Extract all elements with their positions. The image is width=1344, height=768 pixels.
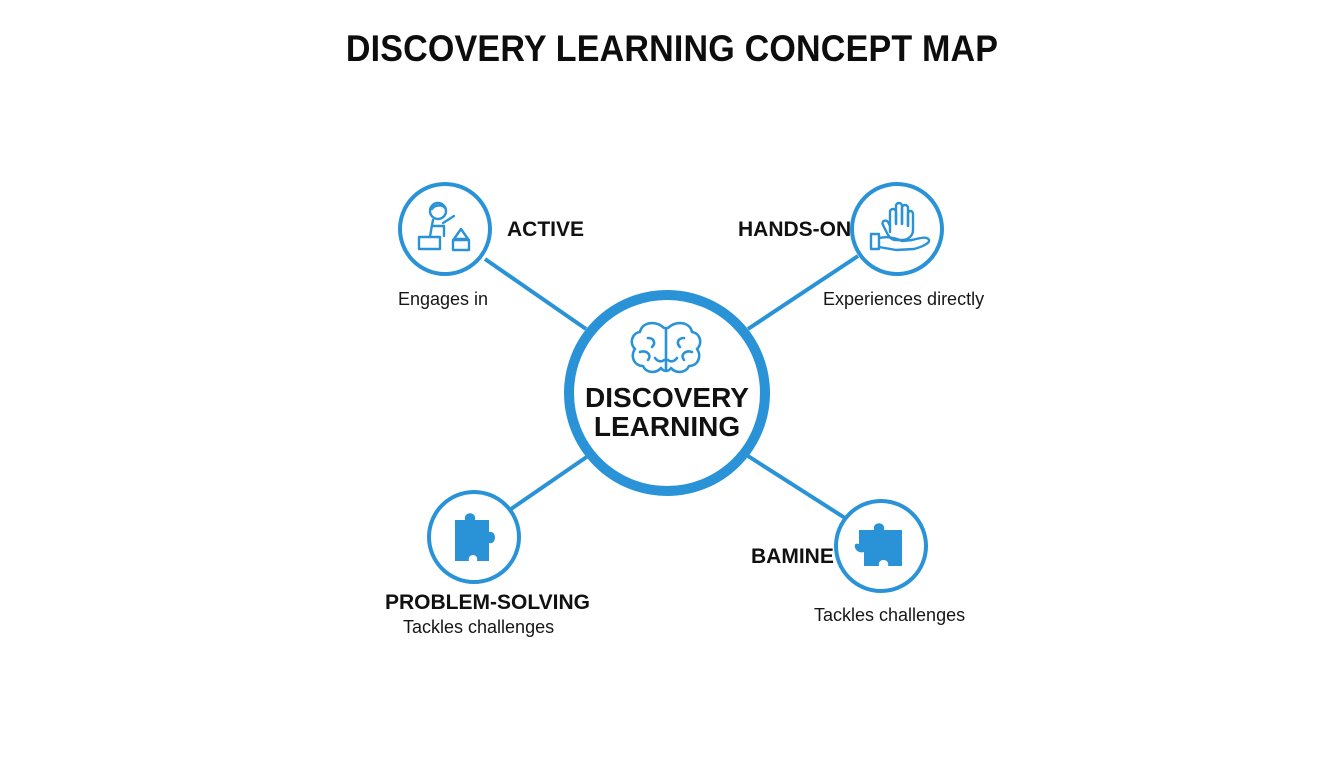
- node-caption-active: Engages in: [398, 289, 489, 309]
- brain-icon: [630, 321, 702, 374]
- connector-active: [483, 257, 588, 331]
- node-caption-bamine: Tackles challenges: [814, 605, 966, 625]
- connector-bamine: [746, 454, 847, 520]
- center-label-line1: DISCOVERY: [585, 382, 749, 413]
- node-caption-problem-solving: Tackles challenges: [403, 617, 555, 637]
- connector-problem-solving: [509, 454, 590, 511]
- puzzle-piece-icon: [854, 523, 902, 566]
- puzzle-piece-icon: [455, 513, 495, 561]
- center-label-line2: LEARNING: [593, 411, 741, 442]
- connector-hands-on: [746, 254, 860, 331]
- node-caption-hands-on: Experiences directly: [823, 289, 985, 309]
- node-label-problem-solving: PROBLEM-SOLVING: [385, 591, 590, 614]
- child-blocks-icon: [417, 201, 471, 252]
- node-label-hands-on: HANDS-ON: [738, 218, 852, 241]
- center-label: DISCOVERY LEARNING: [567, 383, 767, 441]
- node-label-active: ACTIVE: [507, 218, 585, 241]
- page-title: DISCOVERY LEARNING CONCEPT MAP: [345, 28, 999, 69]
- center-node: [564, 290, 770, 496]
- hand-icon: [869, 201, 931, 252]
- node-label-bamine: BAMINE: [751, 545, 834, 568]
- hands-on-node-circle: [850, 182, 944, 276]
